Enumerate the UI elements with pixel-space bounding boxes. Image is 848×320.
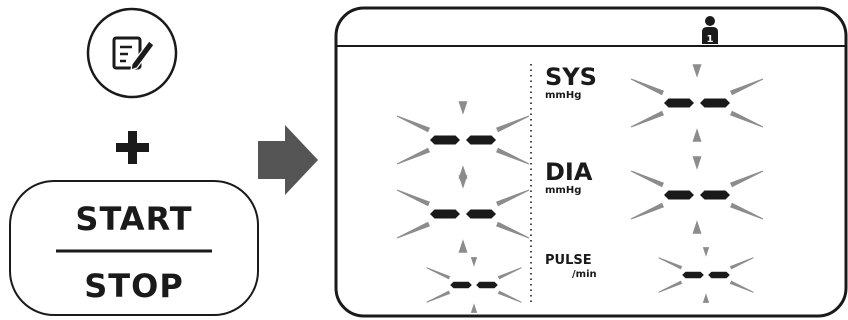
blink-ray: [702, 247, 710, 257]
blink-ray: [730, 78, 764, 96]
blinking-readouts: [396, 64, 764, 313]
blink-ray: [692, 156, 702, 170]
blink-ray: [458, 101, 468, 115]
blink-ray: [396, 147, 430, 165]
blink-ray: [496, 115, 530, 133]
dia-unit: mmHg: [545, 185, 581, 196]
blink-ray: [730, 170, 764, 188]
sys-unit: mmHg: [545, 90, 581, 101]
blink-ray: [458, 239, 468, 253]
pulse-readout-left: [426, 257, 522, 313]
blink-ray: [396, 221, 430, 239]
blink-dash: [466, 135, 496, 145]
blink-ray: [729, 257, 754, 270]
dia-readout-right: [630, 156, 764, 234]
blink-dash: [466, 209, 496, 219]
arrow-right-icon: [258, 125, 318, 195]
blink-ray: [396, 189, 430, 207]
blink-ray: [396, 115, 430, 133]
blink-ray: [470, 257, 478, 267]
blink-ray: [692, 128, 702, 142]
blink-ray: [729, 280, 754, 293]
start-stop-button[interactable]: START STOP: [9, 180, 259, 316]
dia-label: DIA: [545, 158, 593, 186]
start-label: START: [75, 200, 192, 238]
blink-dash: [700, 98, 730, 108]
blink-ray: [630, 110, 664, 128]
plus-icon: [116, 131, 149, 164]
memo-edit-icon: [112, 36, 155, 71]
pulse-readout-right: [658, 247, 754, 303]
blink-ray: [426, 267, 451, 280]
stop-label: STOP: [84, 267, 184, 305]
blink-ray: [730, 110, 764, 128]
blink-dash: [708, 271, 730, 279]
dia-readout-left: [396, 175, 530, 253]
blink-dash: [682, 271, 704, 279]
blink-ray: [496, 189, 530, 207]
user-icon: 1: [702, 16, 718, 45]
blink-dash: [430, 135, 460, 145]
sys-readout-left: [396, 101, 530, 179]
sys-readout-right: [630, 64, 764, 142]
blink-ray: [702, 293, 710, 303]
user-number: 1: [707, 34, 714, 45]
memo-button[interactable]: [86, 7, 178, 99]
blink-dash: [430, 209, 460, 219]
blink-dash: [476, 281, 498, 289]
blink-ray: [692, 220, 702, 234]
blink-ray: [692, 64, 702, 78]
blink-dash: [450, 281, 472, 289]
blink-ray: [470, 303, 478, 313]
blink-dash: [700, 190, 730, 200]
pulse-unit: /min: [572, 269, 597, 280]
pulse-label: PULSE: [545, 253, 592, 268]
blink-ray: [630, 202, 664, 220]
blink-ray: [630, 78, 664, 96]
blink-ray: [730, 202, 764, 220]
blink-ray: [496, 221, 530, 239]
blink-ray: [497, 267, 522, 280]
blink-ray: [630, 170, 664, 188]
blink-ray: [497, 290, 522, 303]
blink-dash: [664, 190, 694, 200]
blink-ray: [658, 257, 683, 270]
blink-ray: [426, 290, 451, 303]
blink-ray: [658, 280, 683, 293]
blink-dash: [664, 98, 694, 108]
sys-label: SYS: [545, 63, 597, 91]
blink-ray: [496, 147, 530, 165]
blink-ray: [458, 175, 468, 189]
monitor-display: 1 SYS mmHg DIA mmHg PULSE /min: [334, 6, 848, 318]
